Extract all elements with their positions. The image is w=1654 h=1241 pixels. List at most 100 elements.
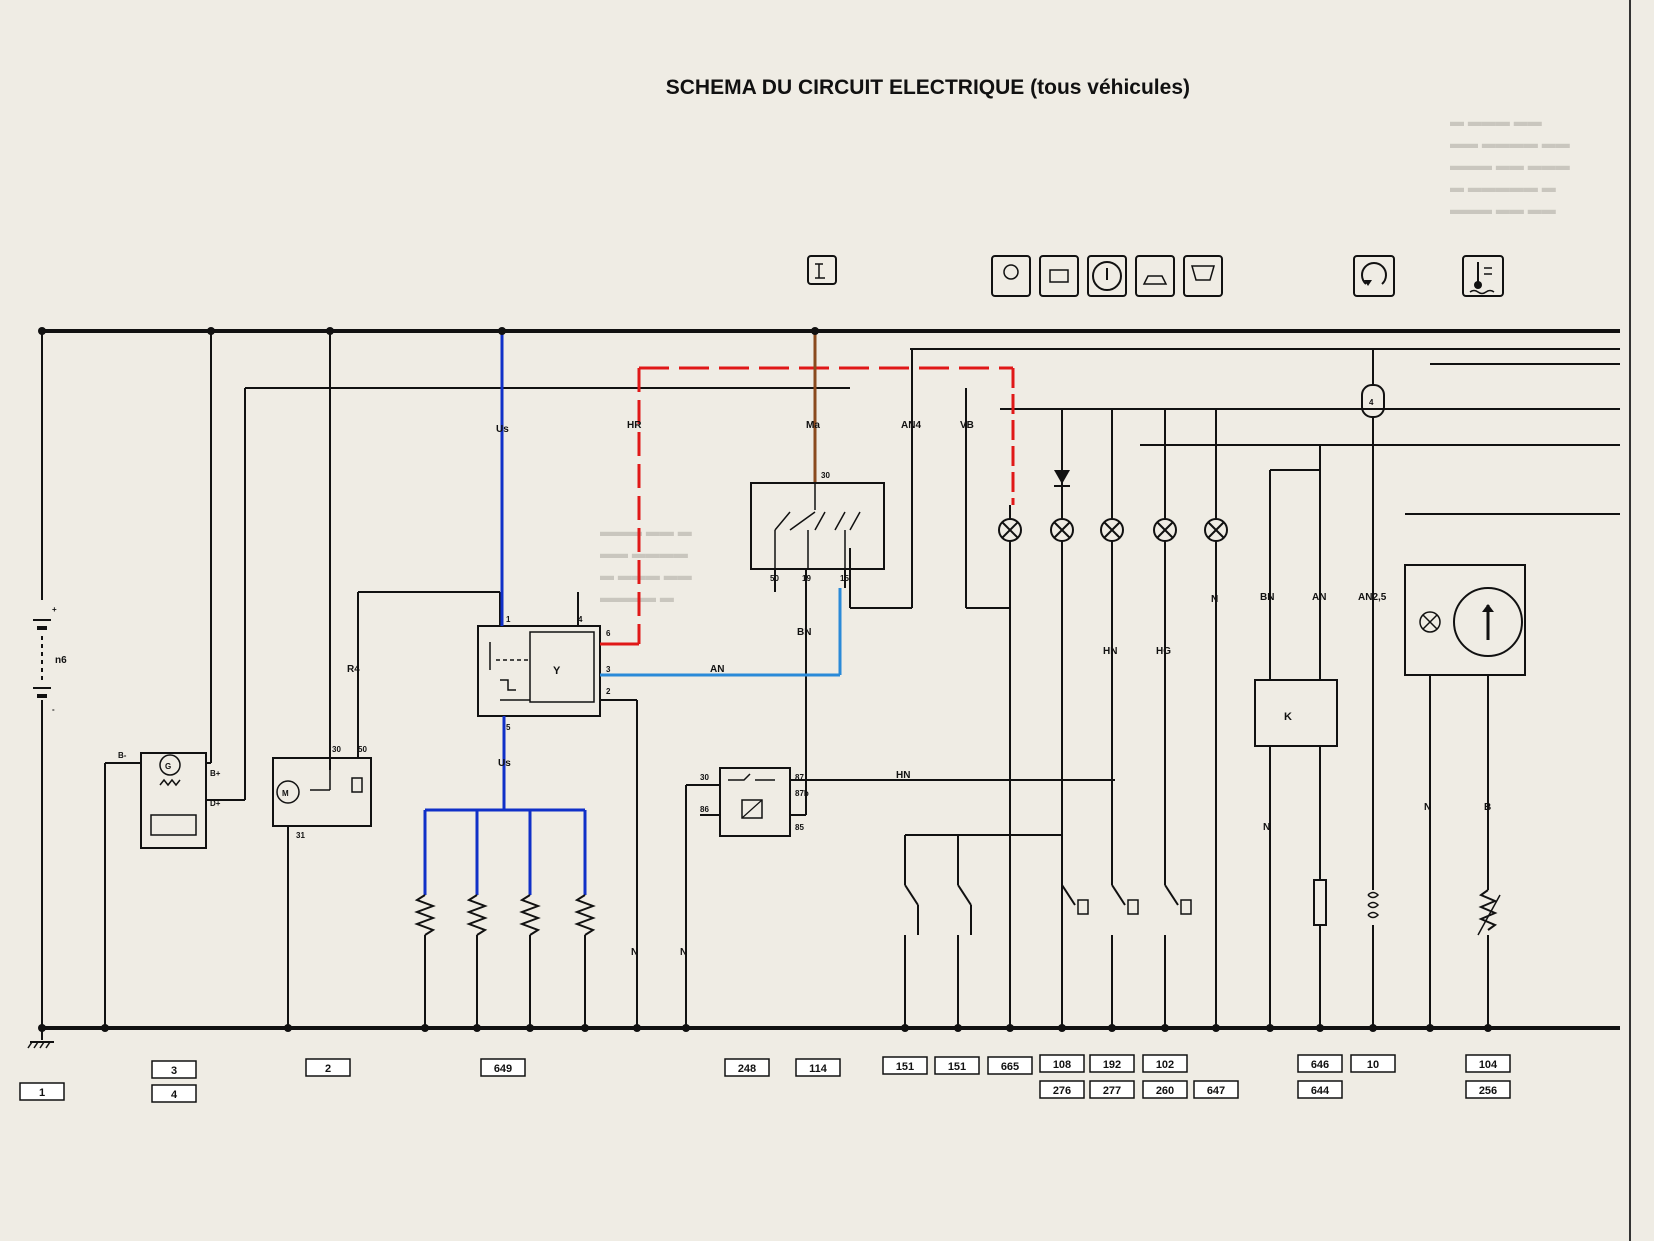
wire-label-an-mid: AN	[710, 664, 724, 675]
ref-box	[480, 1058, 526, 1077]
ref-box	[1297, 1054, 1343, 1073]
ref-box	[305, 1058, 351, 1077]
warning-lamps	[998, 409, 1228, 1028]
ref-box	[151, 1084, 197, 1103]
bleed-through-text: ▬ ▬▬▬ ▬▬ ▬▬ ▬▬▬▬ ▬▬ ▬▬▬ ▬▬ ▬▬▬ ▬ ▬▬▬▬▬ ▬…	[1450, 113, 1570, 217]
wire-label-n-lamp: N	[1211, 594, 1218, 605]
glow-plugs	[414, 810, 596, 1028]
ground-symbol	[27, 1041, 54, 1049]
svg-text:31: 31	[296, 831, 305, 840]
svg-text:4: 4	[171, 1089, 178, 1101]
svg-text:151: 151	[948, 1061, 966, 1073]
ref-box	[1350, 1054, 1396, 1073]
warning-symbol-icons	[991, 255, 1223, 297]
svg-text:30: 30	[821, 471, 830, 480]
svg-text:10: 10	[1367, 1059, 1379, 1071]
svg-text:-: -	[52, 705, 55, 714]
relay: 30 87 87b 86 85	[685, 767, 1115, 1028]
wire-label-us-top: Us	[496, 424, 509, 435]
svg-text:646: 646	[1311, 1059, 1329, 1071]
ref-box	[19, 1082, 65, 1101]
wire-label-hg-lamp: HG	[1156, 646, 1171, 657]
svg-text:2: 2	[606, 687, 611, 696]
wire-label-n-gauge: N	[1424, 802, 1431, 813]
svg-text:6: 6	[606, 629, 611, 638]
reference-boxes: 1 3 4 2 649 248 114 151 151 665 108 276	[19, 1054, 1511, 1103]
svg-text:277: 277	[1103, 1085, 1121, 1097]
page-title: SCHEMA DU CIRCUIT ELECTRIQUE (tous véhic…	[665, 76, 1190, 99]
wire-label-hn-relay: HN	[896, 770, 910, 781]
starter-motor: M 30 50 31 R4	[272, 331, 500, 1028]
ref-box	[151, 1060, 197, 1079]
wire-label-b-gauge: B	[1484, 802, 1491, 813]
svg-text:85: 85	[795, 823, 804, 832]
wire-label-n-649: N	[631, 947, 638, 958]
svg-text:102: 102	[1156, 1059, 1174, 1071]
ref-box	[795, 1058, 841, 1077]
fuse-4: 4	[1361, 349, 1385, 1028]
tachometer-icon	[1353, 255, 1395, 297]
svg-text:B-: B-	[118, 751, 127, 760]
wire-label-n-248: N	[680, 947, 687, 958]
svg-text:Y: Y	[553, 665, 561, 677]
svg-text:1: 1	[506, 615, 511, 624]
wire-hr	[600, 366, 1015, 646]
svg-text:114: 114	[809, 1063, 828, 1075]
wire-label-bn-relay: BN	[797, 627, 811, 638]
preheat-control-unit: Y 1 4 6 3 2 5 N	[477, 592, 638, 1028]
glow-plug-indicator-icon	[807, 255, 837, 285]
ref-box	[1039, 1054, 1085, 1073]
ref-box	[1465, 1054, 1511, 1073]
svg-text:665: 665	[1001, 1061, 1019, 1073]
battery-label: n6	[55, 655, 67, 666]
ref-box	[987, 1056, 1033, 1075]
ref-box	[1039, 1080, 1085, 1099]
svg-text:151: 151	[896, 1061, 914, 1073]
svg-text:M: M	[282, 789, 289, 798]
battery: + - n6	[33, 331, 67, 1040]
ref-box	[1142, 1080, 1188, 1099]
tachometer-module: K	[1254, 445, 1338, 1028]
svg-text:4: 4	[1369, 398, 1374, 407]
coolant-temperature-icon	[1462, 255, 1504, 297]
ref-box	[1142, 1054, 1188, 1073]
wire-label-ma: Ma	[806, 420, 820, 431]
svg-text:276: 276	[1053, 1085, 1071, 1097]
svg-text:644: 644	[1311, 1085, 1330, 1097]
wire-label-vb: VB	[960, 420, 974, 431]
svg-text:4: 4	[578, 615, 583, 624]
wire-label-bn-lamp: BN	[1260, 592, 1274, 603]
ref-box	[1465, 1080, 1511, 1099]
ref-box	[1089, 1054, 1135, 1073]
svg-text:5: 5	[506, 723, 511, 732]
wire-an-mid	[600, 569, 846, 677]
wire-label-an4: AN4	[901, 420, 921, 431]
svg-text:30: 30	[332, 745, 341, 754]
svg-text:649: 649	[494, 1063, 512, 1075]
alternator: G B- B+ D+	[104, 331, 850, 1028]
svg-text:1: 1	[39, 1087, 45, 1099]
ref-box	[1089, 1080, 1135, 1099]
svg-text:2: 2	[325, 1063, 331, 1075]
svg-text:256: 256	[1479, 1085, 1497, 1097]
svg-text:G: G	[165, 762, 171, 771]
wire-label-an25: AN2,5	[1358, 592, 1387, 603]
svg-text:50: 50	[358, 745, 367, 754]
ref-box	[882, 1056, 928, 1075]
svg-text:192: 192	[1103, 1059, 1121, 1071]
wire-label-r4: R4	[347, 664, 360, 675]
sensor-switches	[904, 834, 1192, 1028]
wire-label-n-module: N	[1263, 822, 1270, 833]
ref-box	[1297, 1080, 1343, 1099]
wire-label-us-bottom: Us	[498, 758, 511, 769]
wire-label-hn-lamp: HN	[1103, 646, 1117, 657]
svg-text:87: 87	[795, 773, 804, 782]
temperature-gauge	[1404, 564, 1526, 1028]
svg-text:3: 3	[171, 1065, 177, 1077]
svg-text:647: 647	[1207, 1085, 1225, 1097]
svg-text:108: 108	[1053, 1059, 1071, 1071]
wire-label-hr: HR	[627, 420, 642, 431]
svg-text:+: +	[52, 605, 57, 614]
